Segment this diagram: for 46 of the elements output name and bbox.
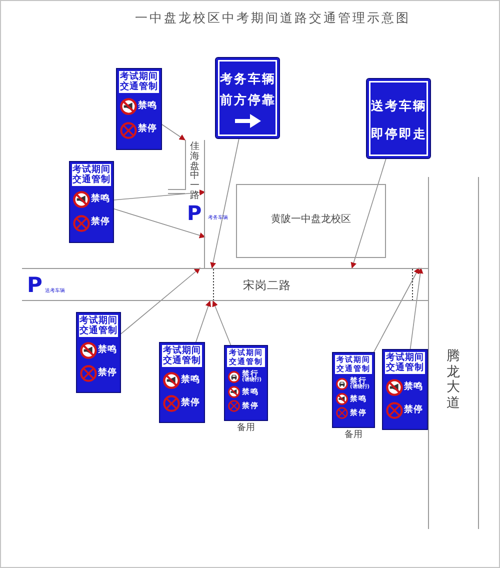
leader-line bbox=[196, 300, 212, 342]
road-name: 腾龙大道 bbox=[446, 349, 460, 411]
sign-text: 禁停 bbox=[98, 368, 117, 378]
sign-text: 禁停 bbox=[404, 406, 423, 416]
road-name: 佳海盘中一路 bbox=[190, 142, 200, 201]
sign-text: 禁停 bbox=[138, 125, 157, 136]
parking-symbol: P bbox=[27, 275, 42, 296]
traffic-sign bbox=[76, 312, 121, 393]
traffic-sign bbox=[116, 68, 162, 150]
sign-text: 禁鸣 bbox=[404, 382, 423, 392]
sign-note: 备用 bbox=[344, 430, 362, 441]
sign-text: 禁鸣 bbox=[98, 346, 117, 356]
leader-line bbox=[162, 124, 186, 140]
road-name: 宋岗二路 bbox=[243, 279, 291, 291]
sign-heading: 考试期间交通管制 bbox=[79, 315, 118, 337]
sign-heading: 考试期间交通管制 bbox=[162, 345, 202, 367]
traffic-sign bbox=[224, 345, 268, 421]
traffic-sign bbox=[215, 57, 280, 139]
sign-heading: 考试期间交通管制 bbox=[119, 71, 159, 93]
road bbox=[22, 268, 428, 301]
sign-note: 备用 bbox=[237, 423, 255, 434]
traffic-sign bbox=[366, 78, 431, 159]
area-name: 黄陂一中盘龙校区 bbox=[270, 213, 352, 226]
traffic-sign bbox=[69, 161, 114, 243]
sign-text: 禁鸣 bbox=[91, 194, 110, 205]
leader-line bbox=[374, 268, 420, 352]
leader-line bbox=[210, 138, 240, 268]
sign-text: 禁停 bbox=[91, 218, 110, 228]
leader-line bbox=[120, 268, 200, 334]
sign-heading: 考试期间交通管制 bbox=[385, 352, 425, 374]
sign-text: 考务车辆前方停靠 bbox=[219, 70, 276, 109]
leader-line bbox=[212, 300, 232, 346]
sign-heading: 考试期间交通管制 bbox=[72, 164, 111, 186]
leader-line bbox=[350, 158, 386, 268]
sign-text: 送考车辆即停即走 bbox=[370, 97, 427, 143]
sign-text: 禁停 bbox=[181, 398, 200, 408]
leader-line bbox=[410, 268, 424, 350]
sign-text: 禁鸣 bbox=[181, 376, 200, 386]
traffic-sign bbox=[159, 342, 205, 423]
traffic-sign bbox=[332, 352, 375, 428]
traffic-sign bbox=[382, 349, 428, 430]
title: 一中盘龙校区中考期间道路交通管理示意图 bbox=[135, 11, 410, 25]
campus-area bbox=[236, 184, 386, 258]
parking-symbol: P bbox=[187, 203, 202, 223]
road bbox=[428, 177, 479, 529]
sign-text: 禁鸣 bbox=[138, 102, 157, 112]
